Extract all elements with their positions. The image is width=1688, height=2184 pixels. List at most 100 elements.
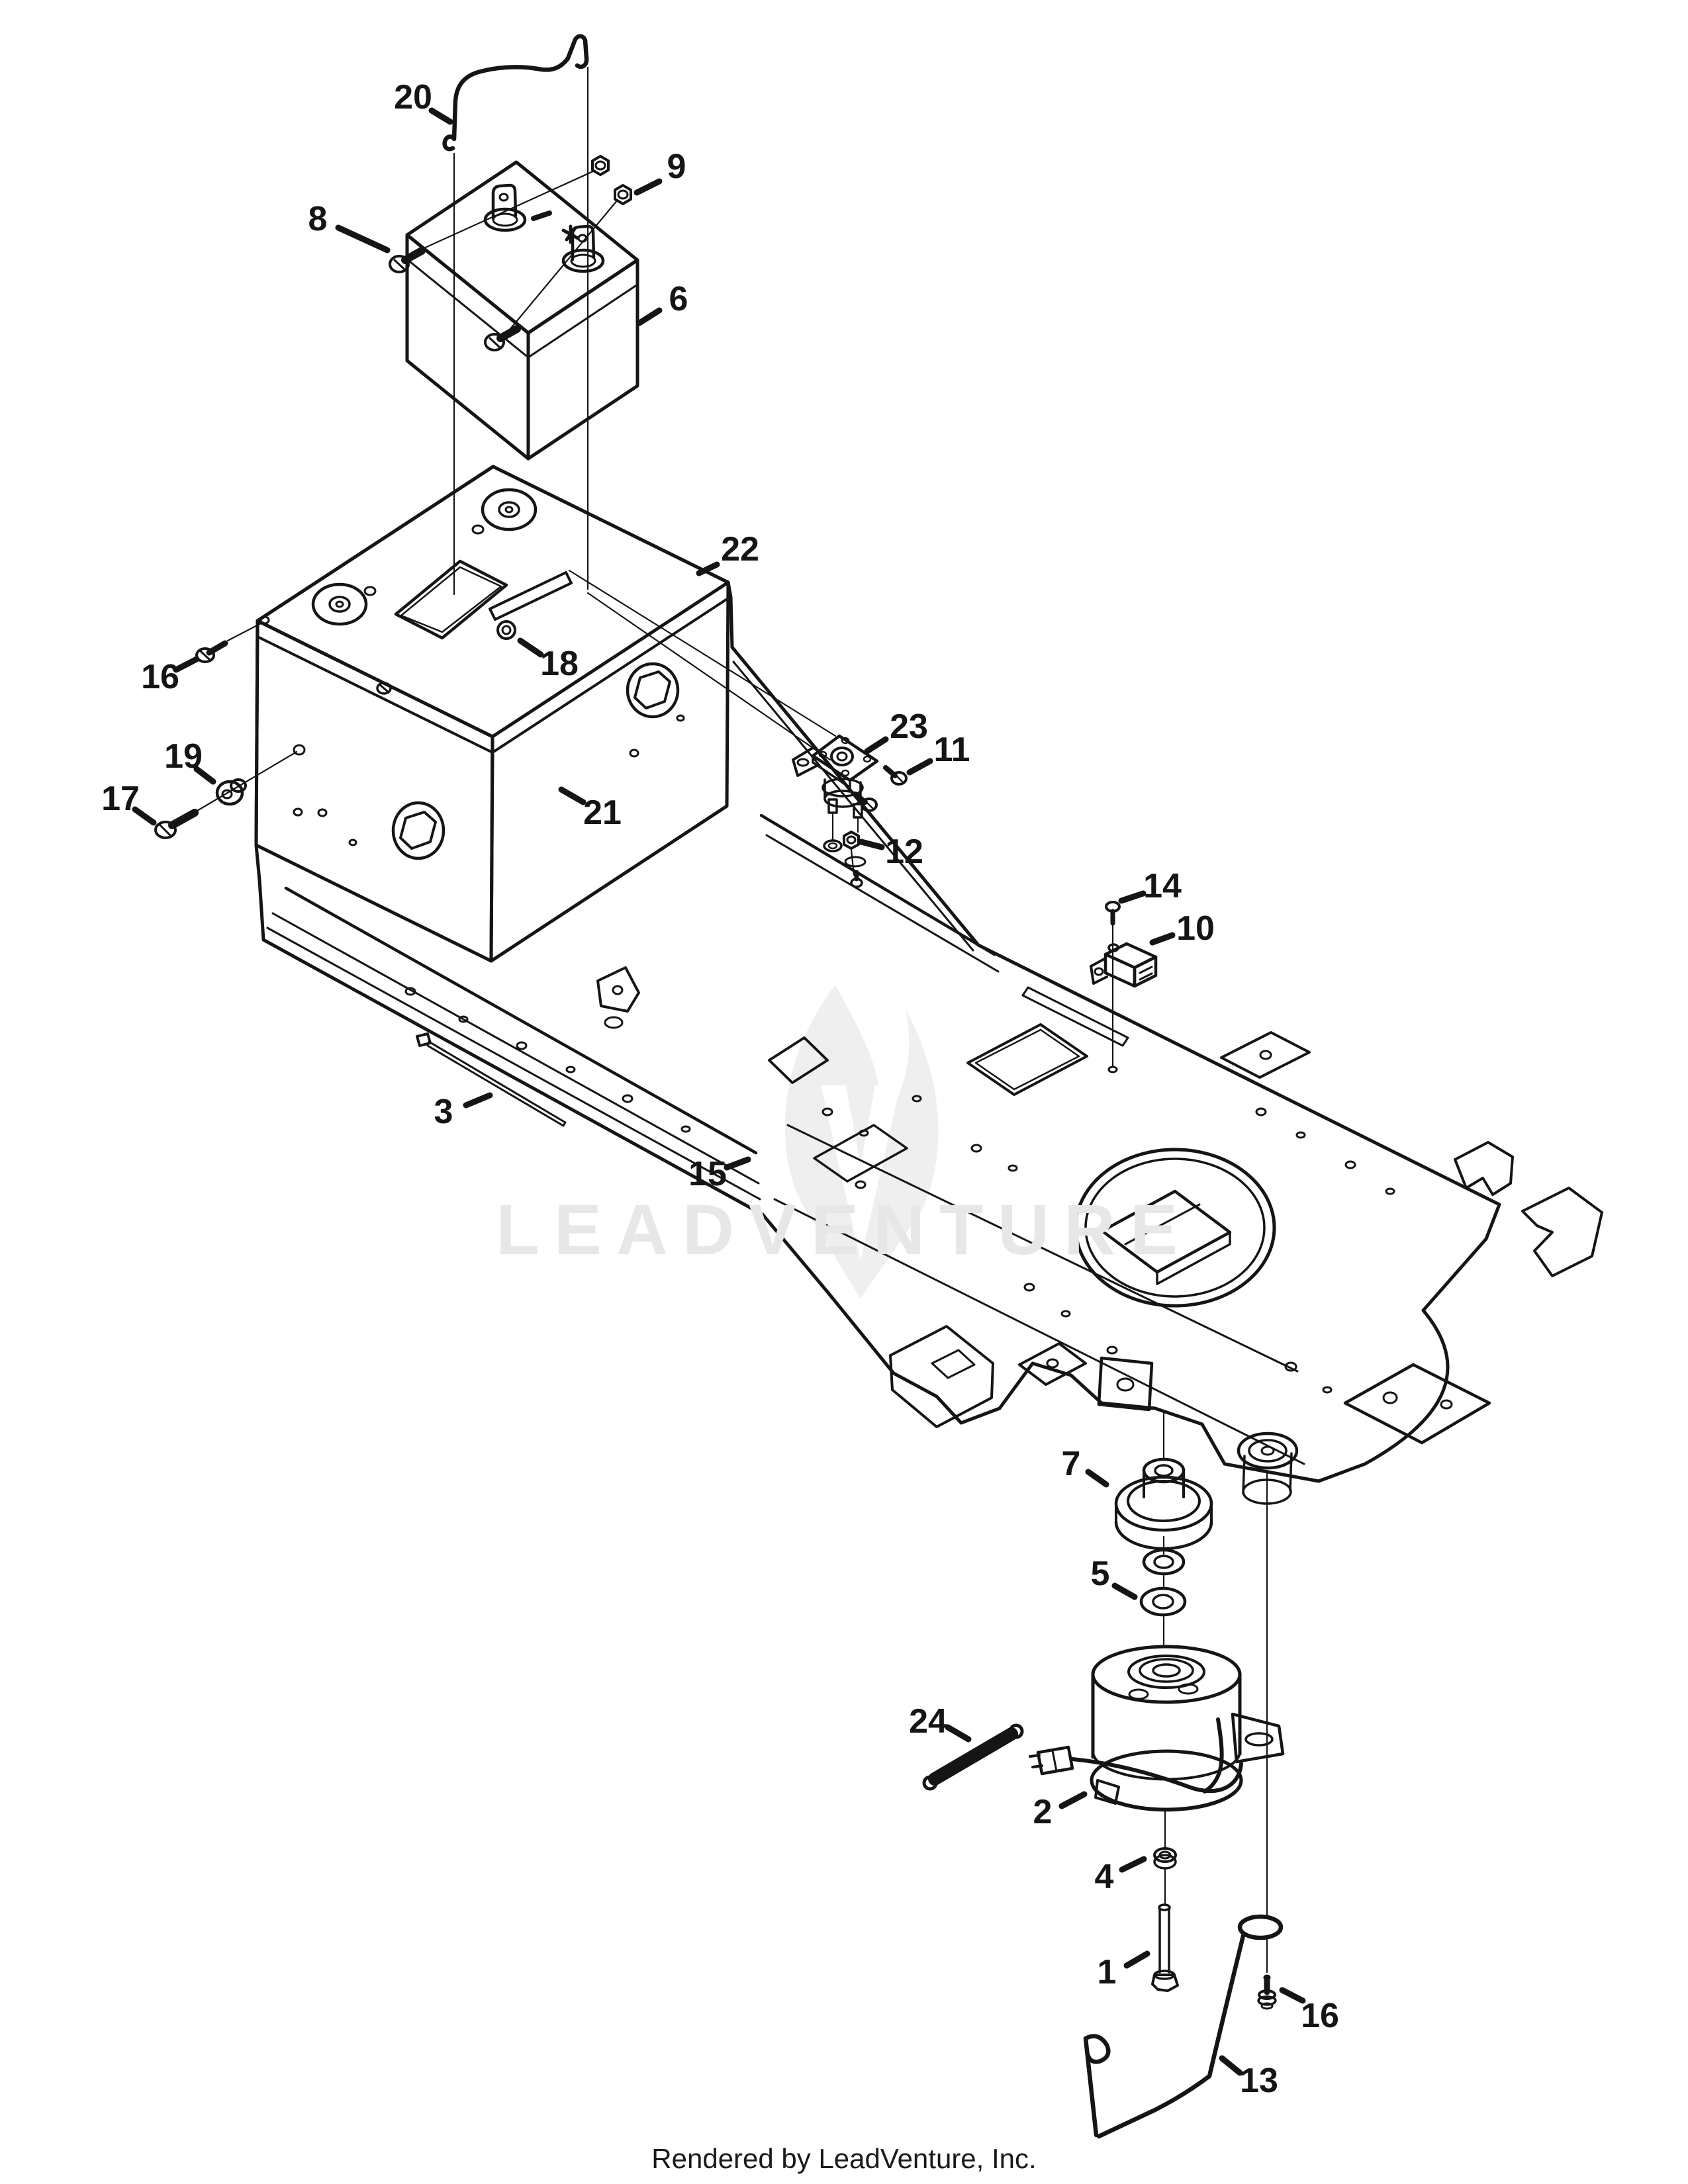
box-hex-hole-left-ring <box>391 801 445 860</box>
plate-hole <box>1385 1187 1395 1195</box>
frame-z-bracket-slot <box>931 1349 976 1379</box>
box-hex-hole-right-ring <box>626 662 680 719</box>
callout-label-1[interactable]: 1 <box>1098 1953 1117 1991</box>
solenoid-plate-hole <box>841 737 850 745</box>
battery-lid-seam-right <box>527 283 639 359</box>
callout-label-21[interactable]: 21 <box>583 794 622 832</box>
axle-boss-inner <box>1248 1439 1288 1463</box>
plate-strip-slot <box>1021 986 1129 1047</box>
nut-12-hole <box>846 835 857 844</box>
callout-label-16[interactable]: 16 <box>141 658 179 696</box>
tray-rib-end-1 <box>565 571 573 584</box>
plate-hole <box>859 1129 869 1137</box>
terminal-bolt-front-right-facet <box>489 337 500 348</box>
clutch-ring-2 <box>1127 1655 1205 1689</box>
clutch-connector-prong <box>1031 1764 1043 1768</box>
callout-label-6[interactable]: 6 <box>669 280 688 318</box>
frame-upper-rail-edge <box>759 813 996 956</box>
solenoid-plate <box>811 734 879 782</box>
callout-leader-7 <box>1085 1469 1109 1488</box>
box-hole <box>293 807 303 817</box>
cable-tie-strap <box>426 1044 565 1127</box>
frame-rail-line-2 <box>271 912 760 1185</box>
callout-leader-5 <box>1111 1582 1138 1600</box>
rail-hole <box>404 987 416 996</box>
screw-16b-head <box>1258 1989 1276 2000</box>
callout-leader-17 <box>132 806 157 826</box>
callout-label-7[interactable]: 7 <box>1062 1445 1081 1483</box>
battery-holddown-rod <box>442 34 589 152</box>
callout-label-15[interactable]: 15 <box>688 1155 727 1193</box>
washer-5b-hole <box>1152 1594 1174 1610</box>
switch-10-plunger <box>1107 943 1119 952</box>
tray-battery-opening-inner <box>400 566 502 633</box>
tray-battery-opening <box>394 559 508 640</box>
box-bolt-hole-17 <box>293 744 306 756</box>
callout-label-22[interactable]: 22 <box>721 530 759 569</box>
clutch-spring-hook-a <box>922 1775 938 1791</box>
plate-hole <box>1060 1310 1071 1318</box>
callout-label-3[interactable]: 3 <box>434 1093 453 1131</box>
solenoid-bracket-tab <box>792 747 817 777</box>
callout-label-17[interactable]: 17 <box>101 780 140 818</box>
tray-rib-2 <box>494 582 573 621</box>
rail-clip-hole <box>612 985 624 995</box>
callout-label-10[interactable]: 10 <box>1176 909 1215 948</box>
hitch-plate-hole <box>1440 1399 1453 1410</box>
plate-hole <box>1284 1361 1297 1372</box>
opening-flap-side <box>1156 1231 1231 1285</box>
flange-nut-4-hole <box>1158 1850 1172 1860</box>
plate-hole <box>1008 1164 1018 1172</box>
frame-rail-top-edge <box>284 886 758 1155</box>
clutch-ring-3 <box>1139 1658 1194 1683</box>
clutch-wire-1 <box>1070 1757 1243 1794</box>
callout-label-23[interactable]: 23 <box>890 707 928 746</box>
frame-slot-oval <box>844 856 867 868</box>
bushing-19-flange <box>215 780 244 806</box>
callout-label-20[interactable]: 20 <box>394 78 432 116</box>
tray-rib-1 <box>489 571 567 610</box>
frame-rail-line-1 <box>266 927 761 1201</box>
callout-label-11[interactable]: 11 <box>934 731 970 769</box>
callout-label-4[interactable]: 4 <box>1095 1858 1114 1896</box>
switch-10-connector-slot <box>1139 972 1153 981</box>
callout-label-16[interactable]: 16 <box>1301 1997 1339 2035</box>
callout-label-9[interactable]: 9 <box>667 148 686 186</box>
plate-hole <box>1322 1386 1333 1394</box>
plate-hole <box>970 1144 982 1153</box>
tray-pad-left-outer <box>311 582 368 626</box>
plate-top-tab-hole <box>1259 1050 1272 1060</box>
callout-label-14[interactable]: 14 <box>1143 867 1182 905</box>
plate-hole <box>1023 1283 1035 1292</box>
callout-label-18[interactable]: 18 <box>540 645 579 683</box>
tray-hole-left <box>363 586 377 596</box>
leadventure-watermark: LEADVENTURE <box>495 1189 1193 1269</box>
tray-pad-right-outer <box>481 488 538 531</box>
solenoid-plate-hole <box>841 769 850 777</box>
screw-11b-slot <box>864 799 874 810</box>
bracket-13-wire <box>1096 1933 1246 2139</box>
callout-label-12[interactable]: 12 <box>885 833 923 871</box>
callout-label-13[interactable]: 13 <box>1240 2062 1278 2100</box>
solenoid-post-inner <box>836 751 848 762</box>
terminal-nut-b <box>614 184 632 205</box>
callout-label-19[interactable]: 19 <box>164 737 203 776</box>
callout-label-2[interactable]: 2 <box>1033 1793 1053 1831</box>
tray-pad-left-mid <box>328 596 351 613</box>
rail-hole <box>458 1015 469 1023</box>
pulley-groove <box>1127 1480 1201 1522</box>
frame-grommet <box>823 839 843 852</box>
box-hole <box>317 808 328 817</box>
callout-leader-24 <box>945 1724 972 1743</box>
bolt-1-tip <box>1158 1903 1171 1911</box>
bracket-13-wire-left <box>1083 2034 1111 2138</box>
solenoid-stud-a <box>827 798 838 814</box>
cable-tie-strap <box>428 1040 567 1124</box>
rail-oval-hole <box>604 1016 624 1029</box>
switch-10-front <box>1103 952 1137 988</box>
callout-label-24[interactable]: 24 <box>909 1702 947 1741</box>
callout-label-5[interactable]: 5 <box>1091 1555 1110 1593</box>
nut-12-line <box>850 848 855 876</box>
callout-label-8[interactable]: 8 <box>308 200 328 238</box>
